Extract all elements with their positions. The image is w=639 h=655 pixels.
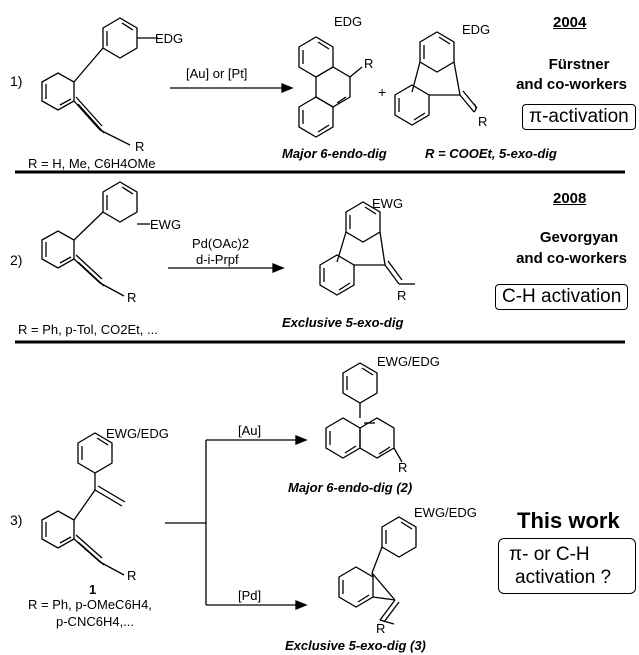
row3-sm-group: EWG/EDG xyxy=(106,426,169,441)
row1-r-definition: R = H, Me, C6H4OMe xyxy=(28,156,156,171)
row2-r-definition: R = Ph, p-Tol, CO2Et, ... xyxy=(18,322,158,337)
question-box: π- or C-H activation ? xyxy=(498,538,636,594)
row1-product1-r: R xyxy=(364,56,374,71)
row3-r-definition-2: p-CNC6H4,... xyxy=(56,614,135,629)
row3-product3-r: R xyxy=(376,621,386,636)
row2-fluorene-product xyxy=(319,201,415,296)
row2-sm-r: R xyxy=(127,290,137,305)
row3-product3-caption: Exclusive 5-exo-dig (3) xyxy=(285,638,426,653)
row3-compound-number: 1 xyxy=(89,582,97,597)
row1-number: 1) xyxy=(10,73,23,89)
row1-plus: + xyxy=(378,84,387,100)
row1-product1-edg: EDG xyxy=(334,14,363,29)
row1-starting-material xyxy=(41,17,158,146)
row2-authors-2: and co-workers xyxy=(516,250,627,267)
row3-starting-material xyxy=(41,432,126,576)
row2-condition-2: d-i-Prpf xyxy=(196,252,239,267)
row2-condition-1: Pd(OAc)2 xyxy=(192,236,250,251)
row1-product2-edg: EDG xyxy=(462,22,491,37)
row1-authors-2: and co-workers xyxy=(516,76,627,93)
row1-arrow xyxy=(170,83,294,93)
row1-minor-caption: R = COOEt, 5-exo-dig xyxy=(425,146,557,161)
row1-phenanthrene-product xyxy=(298,36,363,138)
row2-year: 2008 xyxy=(553,190,587,207)
question-line-1: π- or C-H xyxy=(509,544,590,565)
row2-mechanism-tag: C-H activation xyxy=(495,284,629,310)
row1-product2-r: R xyxy=(478,114,488,129)
row2-authors-1: Gevorgyan xyxy=(539,229,619,246)
row1-authors-1: Fürstner xyxy=(548,56,610,73)
row3-naphthalene-product xyxy=(325,362,403,463)
row3-sm-r: R xyxy=(127,568,137,583)
row2-product-r: R xyxy=(397,288,407,303)
question-line-2: activation ? xyxy=(515,567,612,588)
row2-caption: Exclusive 5-exo-dig xyxy=(282,315,404,330)
row1-conditions: [Au] or [Pt] xyxy=(186,66,248,81)
row2-product-ewg: EWG xyxy=(372,196,404,211)
row3-product2-group: EWG/EDG xyxy=(377,354,440,369)
row2-starting-material xyxy=(41,181,150,297)
row1-mechanism-tag: π-activation xyxy=(522,104,636,130)
row3-number: 3) xyxy=(10,512,23,528)
row2-arrow xyxy=(168,263,285,273)
row3-condition-pd: [Pd] xyxy=(238,588,262,603)
row1-fluorene-product xyxy=(394,31,478,126)
row2-number: 2) xyxy=(10,252,23,268)
row3-branch-arrows xyxy=(165,435,308,610)
row3-condition-au: [Au] xyxy=(238,423,262,438)
row3-r-definition-1: R = Ph, p-OMeC6H4, xyxy=(28,597,152,612)
row1-major-caption: Major 6-endo-dig xyxy=(282,146,387,161)
row1-year: 2004 xyxy=(553,14,587,31)
row3-indene-product xyxy=(338,516,417,625)
row3-product3-group: EWG/EDG xyxy=(414,505,477,520)
row3-product2-r: R xyxy=(398,460,408,475)
row2-sm-ewg: EWG xyxy=(150,217,182,232)
this-work-label: This work xyxy=(517,508,620,533)
row3-product2-caption: Major 6-endo-dig (2) xyxy=(288,480,413,495)
row1-sm-r: R xyxy=(135,139,145,154)
row1-sm-edg-label: EDG xyxy=(155,31,184,46)
